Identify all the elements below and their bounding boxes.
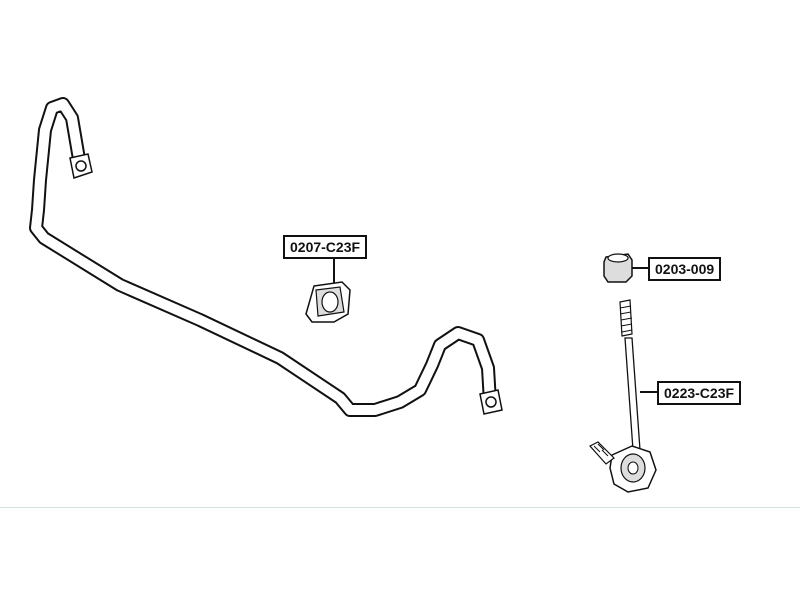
part-label-bushing: 0207-C23F — [283, 235, 368, 259]
link-nut-drawing — [603, 253, 648, 283]
bar-end-left — [69, 153, 93, 179]
stabilizer-link-drawing — [589, 299, 657, 493]
stabilizer-bar — [29, 97, 497, 417]
part-label-nut: 0203-009 — [648, 257, 722, 281]
stabilizer-bushing-drawing — [305, 257, 351, 323]
bar-end-right — [479, 389, 503, 415]
bottom-divider — [0, 507, 800, 508]
part-label-link: 0223-C23F — [657, 381, 742, 405]
